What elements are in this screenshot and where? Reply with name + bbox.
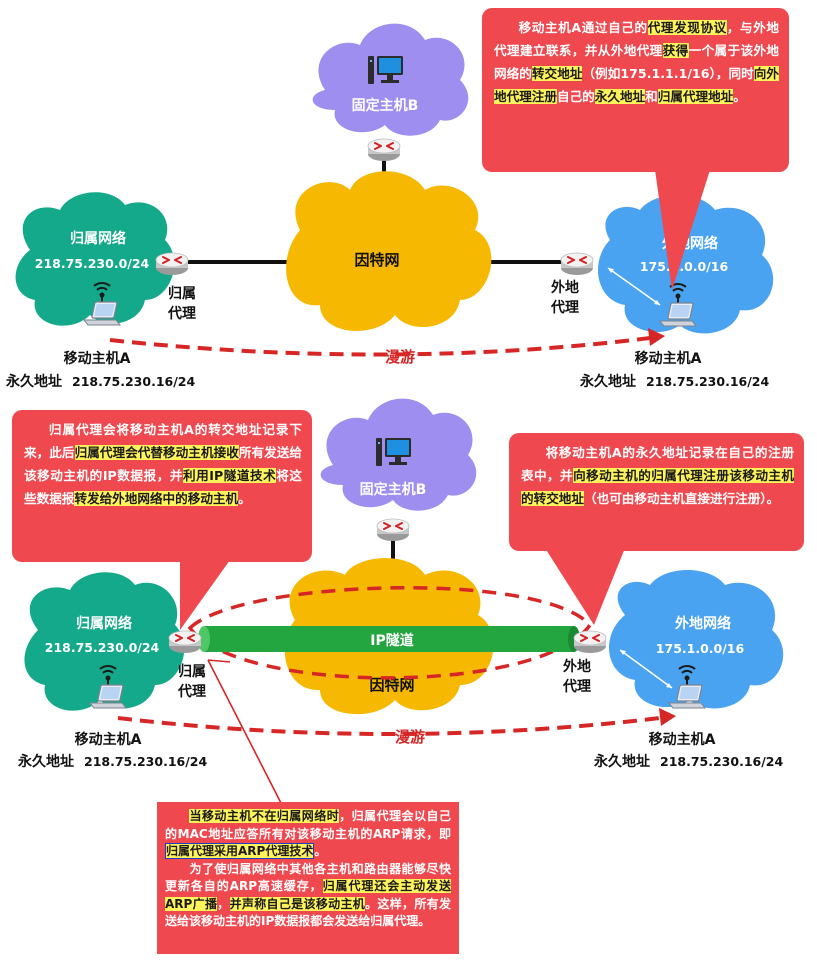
left-callout-pointer	[180, 560, 230, 630]
callout-text-segment: 。这样，所有发送给该移动主机的IP数据报都会发送给归属代理。	[165, 896, 451, 929]
foreign-wireless-link-2	[619, 649, 673, 689]
top-callout-pointer	[655, 170, 710, 290]
home-agent-label-2: 代理	[167, 305, 196, 322]
callout-text-segment: ，归属代理会以自己的MAC地址应答所有对该移动主机的ARP请求，即	[165, 809, 451, 841]
foreign-agent-label-2: 代理	[550, 299, 579, 316]
fixed-host-label: 固定主机B	[352, 97, 419, 114]
annotation-line	[207, 659, 283, 806]
home-network-cloud-2	[24, 572, 185, 711]
mobile-right-perm-label: 永久地址	[579, 373, 636, 390]
mobile-left-perm-addr-2: 218.75.230.16/24	[84, 754, 207, 769]
home-network-addr-2: 218.75.230.0/24	[45, 640, 160, 655]
callout-text-segment: 归属代理地址	[657, 89, 734, 104]
roam-arrow	[109, 336, 651, 357]
callout-text-segment: 转交地址	[531, 66, 583, 81]
callout-text-segment: 。	[314, 844, 327, 858]
mobile-left-perm-label: 永久地址	[5, 373, 62, 390]
foreign-agent-router-icon-2	[573, 630, 607, 654]
callout-text-segment: 归属代理会将移动主机A的转交地址记录下来，此后	[24, 422, 302, 460]
callout-text-segment: ，与外地代理建立联系，并从外地代理	[494, 20, 780, 58]
callout-text-segment: 归属代理采用ARP代理技术	[165, 843, 315, 859]
callout-text-segment: 转发给外地网络中的移动主机	[74, 491, 239, 506]
callout-text-segment: 永久地址	[594, 89, 646, 104]
fixed-host-label-2: 固定主机B	[360, 481, 427, 498]
mobile-left-name-2: 移动主机A	[75, 731, 142, 748]
callout-text-segment: （也可由移动主机直接进行注册）。	[583, 491, 780, 506]
home-agent-router-icon	[155, 252, 189, 276]
home-network-name-2: 归属网络	[76, 615, 132, 632]
mobile-left-name: 移动主机A	[64, 350, 131, 367]
right-callout-pointer	[545, 548, 625, 625]
foreign-agent-label-2-2: 代理	[562, 678, 591, 695]
foreign-network-addr-2: 175.1.0.0/16	[656, 641, 745, 656]
bottom-left-callout: 归属代理会将移动主机A的转交地址记录下来，此后归属代理会代替移动主机接收所有发送…	[12, 410, 312, 562]
callout-text-segment: （例如175.1.1.1/16）	[582, 66, 716, 81]
internet-label: 因特网	[354, 251, 399, 269]
callout-text-segment: 一个属于该外地网络的	[494, 43, 780, 81]
ip-tunnel-label: IP隧道	[370, 632, 413, 649]
callout-text-segment: 将移动主机A的永久地址记录在自己的注册表中，并	[521, 445, 794, 483]
fixed-router-icon	[367, 138, 401, 162]
callout-text-segment: 自己的	[556, 89, 595, 104]
callout-text-segment: 。	[238, 491, 251, 506]
callout-text-segment: 归属代理会代替移动主机接收	[74, 445, 239, 460]
foreign-agent-label-1: 外地	[551, 279, 579, 296]
ip-tunnel	[204, 626, 574, 652]
home-network-addr: 218.75.230.0/24	[35, 256, 150, 271]
callout-text-segment: 移动主机A通过自己的	[518, 20, 648, 35]
mobile-right-perm-addr: 218.75.230.16/24	[646, 374, 769, 389]
callout-text-segment: ，	[217, 896, 230, 911]
callout-text-segment: 所有发送给该移动主机的IP数据报，并	[24, 445, 303, 483]
foreign-network-addr: 175.1.0.0/16	[640, 259, 729, 274]
tunnel-dashed-loop	[187, 586, 593, 680]
bottom-diagram: 因特网 固定主机B IP隧道 归属网络 218.75.230.0/24 归属 代…	[17, 398, 783, 806]
callout-text-segment: 为了使归属网络中其他各主机和路由器能够尽快更新各自的ARP高速缓存，	[165, 861, 451, 894]
callout-text-segment: 和	[645, 89, 658, 104]
top-callout: 移动主机A通过自己的代理发现协议，与外地代理建立联系，并从外地代理获得一个属于该…	[482, 8, 789, 172]
internet-cloud	[286, 171, 492, 332]
mobile-right-perm-label-2: 永久地址	[593, 753, 650, 770]
mobile-right-perm-addr-2: 218.75.230.16/24	[660, 754, 783, 769]
roam-arrow-head	[648, 328, 665, 346]
home-network-cloud	[15, 192, 175, 326]
mobile-right-name-2: 移动主机A	[649, 731, 716, 748]
callout-text-segment: 代理发现协议	[647, 20, 727, 35]
home-agent-label-2-1: 归属	[178, 663, 206, 680]
callout-text-segment: 获得	[662, 43, 689, 58]
annotation-line-2	[207, 659, 231, 663]
callout-text-segment: ，同时	[715, 66, 754, 81]
home-network-name: 归属网络	[70, 230, 126, 247]
callout-text-segment: 。	[733, 89, 746, 104]
roam-label-2: 漫游	[395, 728, 425, 746]
top-diagram: 因特网 固定主机B 归属网络 218.75.230.0/24 归属 代理 外地网…	[5, 23, 774, 390]
mobile-right-name: 移动主机A	[635, 350, 702, 367]
callout-text-segment: 并声称自己是该移动主机	[229, 896, 366, 911]
roam-arrow-2	[117, 716, 661, 736]
home-agent-label-2-2: 代理	[177, 683, 206, 700]
foreign-agent-label-2-1: 外地	[563, 658, 591, 675]
arp-proxy-callout: 当移动主机不在归属网络时，归属代理会以自己的MAC地址应答所有对该移动主机的AR…	[157, 802, 459, 954]
roam-label: 漫游	[385, 348, 415, 366]
foreign-network-name-2: 外地网络	[675, 615, 731, 632]
roam-arrow-head-2	[659, 708, 676, 726]
bottom-right-callout: 将移动主机A的永久地址记录在自己的注册表中，并向移动主机的归属代理注册该移动主机…	[509, 433, 804, 551]
foreign-agent-router-icon	[560, 252, 594, 276]
callout-text-segment: 当移动主机不在归属网络时	[189, 809, 340, 823]
foreign-network-cloud	[598, 195, 774, 334]
fixed-router-icon-2	[376, 518, 410, 542]
mobile-left-perm-label-2: 永久地址	[17, 753, 74, 770]
callout-text-segment: 利用IP隧道技术	[182, 468, 277, 483]
home-agent-label-1: 归属	[168, 285, 196, 302]
foreign-wireless-link	[607, 267, 661, 306]
callout-text-segment: 将这些数据报	[24, 468, 303, 506]
internet-label-2: 因特网	[369, 676, 414, 694]
mobile-left-perm-addr: 218.75.230.16/24	[72, 374, 195, 389]
home-agent-router-icon-2	[168, 630, 202, 654]
